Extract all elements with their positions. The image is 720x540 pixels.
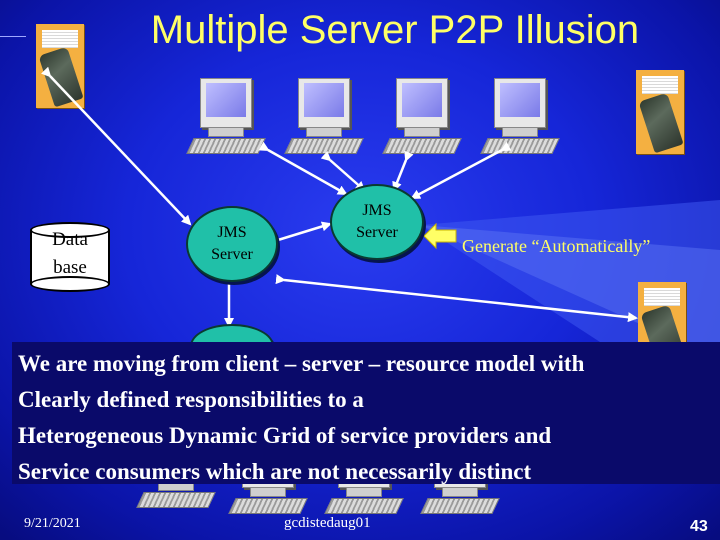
arrow-icon bbox=[423, 222, 457, 250]
jms-server-left-line-1: JMS bbox=[217, 224, 247, 242]
banner-line-2: Clearly defined responsibilities to a bbox=[18, 387, 364, 412]
arrow-icon bbox=[40, 66, 192, 226]
arrow-icon bbox=[392, 150, 414, 192]
banner-line-1: We are moving from client – server – res… bbox=[18, 351, 585, 376]
corner-line bbox=[0, 36, 26, 37]
slide-title: Multiple Server P2P Illusion bbox=[150, 8, 640, 52]
database-icon: Data base bbox=[30, 222, 110, 292]
arrow-icon bbox=[268, 221, 332, 248]
arrow-icon bbox=[320, 150, 366, 192]
arrow-icon bbox=[258, 141, 348, 196]
footer-date: 9/21/2021 bbox=[24, 516, 81, 531]
database-label-line-1: Data bbox=[52, 229, 88, 250]
generate-label: Generate “Automatically” bbox=[462, 236, 651, 256]
database-label-line-2: base bbox=[53, 257, 87, 278]
text-banner bbox=[12, 342, 720, 484]
banner-line-3: Heterogeneous Dynamic Grid of service pr… bbox=[18, 423, 552, 448]
jms-server-center-line-2: Server bbox=[356, 224, 398, 241]
computer-icon bbox=[480, 78, 560, 160]
jms-server-center-line-1: JMS bbox=[362, 202, 392, 220]
computer-icon bbox=[284, 78, 364, 160]
jms-server-left: JMS Server bbox=[186, 206, 278, 282]
phone-icon bbox=[636, 70, 684, 154]
jms-server-left-line-2: Server bbox=[211, 246, 253, 263]
banner-text: We are moving from client – server – res… bbox=[18, 346, 720, 490]
page-number: 43 bbox=[690, 518, 708, 535]
computer-icon bbox=[382, 78, 462, 160]
arrow-icon bbox=[275, 274, 638, 323]
banner-line-4: Service consumers which are not necessar… bbox=[18, 459, 532, 484]
computer-icon bbox=[186, 78, 266, 160]
arrow-icon bbox=[410, 141, 512, 200]
footer-center: gcdistedaug01 bbox=[284, 515, 371, 531]
jms-server-center: JMS Server bbox=[330, 184, 424, 260]
